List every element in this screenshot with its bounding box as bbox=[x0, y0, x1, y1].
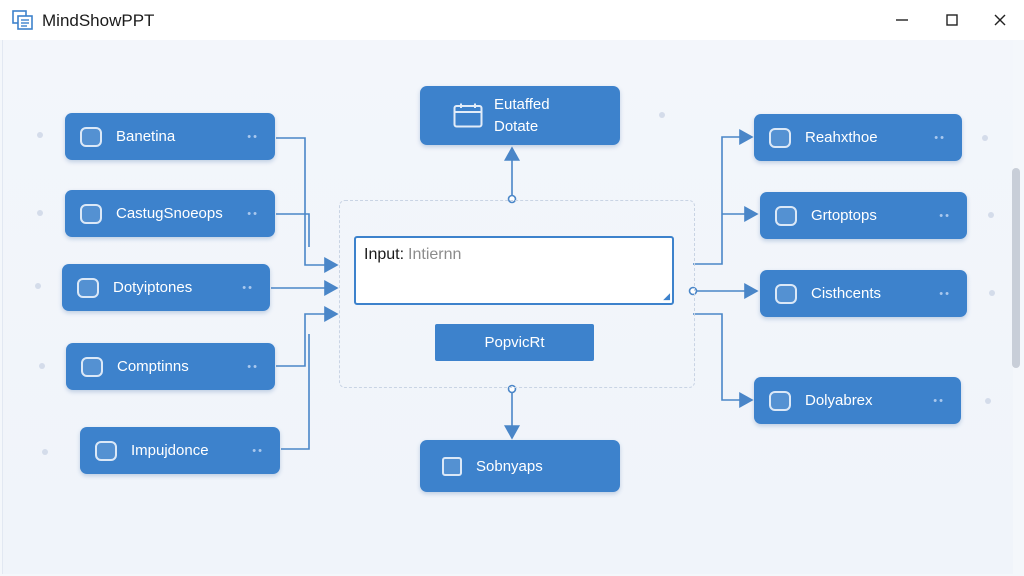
drag-handle-icon[interactable]: •• bbox=[934, 131, 946, 144]
maximize-button[interactable] bbox=[938, 8, 966, 32]
drag-handle-icon[interactable]: •• bbox=[247, 207, 259, 220]
left-node-4[interactable]: Comptinns •• bbox=[66, 343, 275, 390]
node-label: Cisthcents bbox=[811, 285, 882, 302]
drag-handle-icon[interactable]: •• bbox=[933, 394, 945, 407]
node-icon bbox=[769, 390, 791, 411]
vertical-scrollbar[interactable] bbox=[1012, 168, 1020, 368]
right-node-4[interactable]: Dolyabrex •• bbox=[754, 377, 961, 424]
node-icon bbox=[81, 356, 103, 377]
node-icon bbox=[80, 203, 102, 224]
node-label: Dotyiptones bbox=[113, 279, 193, 296]
node-icon bbox=[442, 456, 462, 476]
input-label: Input:Intiernn bbox=[364, 246, 462, 263]
calendar-icon bbox=[453, 103, 483, 128]
drag-handle-icon[interactable]: •• bbox=[247, 130, 259, 143]
left-node-5[interactable]: Impujdonce •• bbox=[80, 427, 280, 474]
node-icon bbox=[95, 440, 117, 461]
drag-handle-icon[interactable]: •• bbox=[242, 281, 254, 294]
node-label: Reahxthoe bbox=[805, 129, 878, 146]
node-icon bbox=[77, 277, 99, 298]
drag-handle-icon[interactable]: •• bbox=[252, 444, 264, 457]
drag-handle-icon[interactable]: •• bbox=[939, 287, 951, 300]
topic-input[interactable]: Input:Intiernn ◢ bbox=[354, 236, 674, 305]
input-area-frame bbox=[339, 200, 695, 388]
node-label: Comptinns bbox=[117, 358, 189, 375]
drag-handle-icon[interactable]: •• bbox=[247, 360, 259, 373]
convert-button[interactable]: PopvicRt bbox=[435, 324, 594, 361]
top-node-title: Eutaffed bbox=[494, 96, 550, 113]
node-label: Dolyabrex bbox=[805, 392, 873, 409]
minimize-icon bbox=[896, 19, 908, 21]
maximize-icon bbox=[946, 14, 958, 26]
resize-grip-icon[interactable]: ◢ bbox=[663, 291, 670, 301]
title-bar: MindShowPPT bbox=[0, 0, 1024, 40]
node-label: Impujdonce bbox=[131, 442, 209, 459]
drag-handle-icon[interactable]: •• bbox=[939, 209, 951, 222]
input-value[interactable]: Intiernn bbox=[408, 246, 462, 263]
node-icon bbox=[775, 205, 797, 226]
top-node-subtitle: Dotate bbox=[494, 118, 539, 135]
node-label: Banetina bbox=[116, 128, 176, 145]
left-node-1[interactable]: Banetina •• bbox=[65, 113, 275, 160]
minimize-button[interactable] bbox=[888, 8, 916, 32]
app-logo-icon bbox=[12, 10, 33, 30]
node-label: CastugSnoeops bbox=[116, 205, 223, 222]
node-icon bbox=[80, 126, 102, 147]
node-label: Sobnyaps bbox=[476, 457, 543, 475]
left-node-3[interactable]: Dotyiptones •• bbox=[62, 264, 270, 311]
node-icon bbox=[775, 283, 797, 304]
node-label: Grtoptops bbox=[811, 207, 877, 224]
close-button[interactable] bbox=[986, 8, 1014, 32]
right-node-3[interactable]: Cisthcents •• bbox=[760, 270, 967, 317]
top-node[interactable]: Eutaffed Dotate bbox=[420, 86, 620, 145]
window-title: MindShowPPT bbox=[42, 11, 155, 30]
node-icon bbox=[769, 127, 791, 148]
left-node-2[interactable]: CastugSnoeops •• bbox=[65, 190, 275, 237]
bottom-node[interactable]: Sobnyaps bbox=[420, 440, 620, 492]
right-node-1[interactable]: Reahxthoe •• bbox=[754, 114, 962, 161]
right-node-2[interactable]: Grtoptops •• bbox=[760, 192, 967, 239]
close-icon bbox=[994, 14, 1006, 26]
